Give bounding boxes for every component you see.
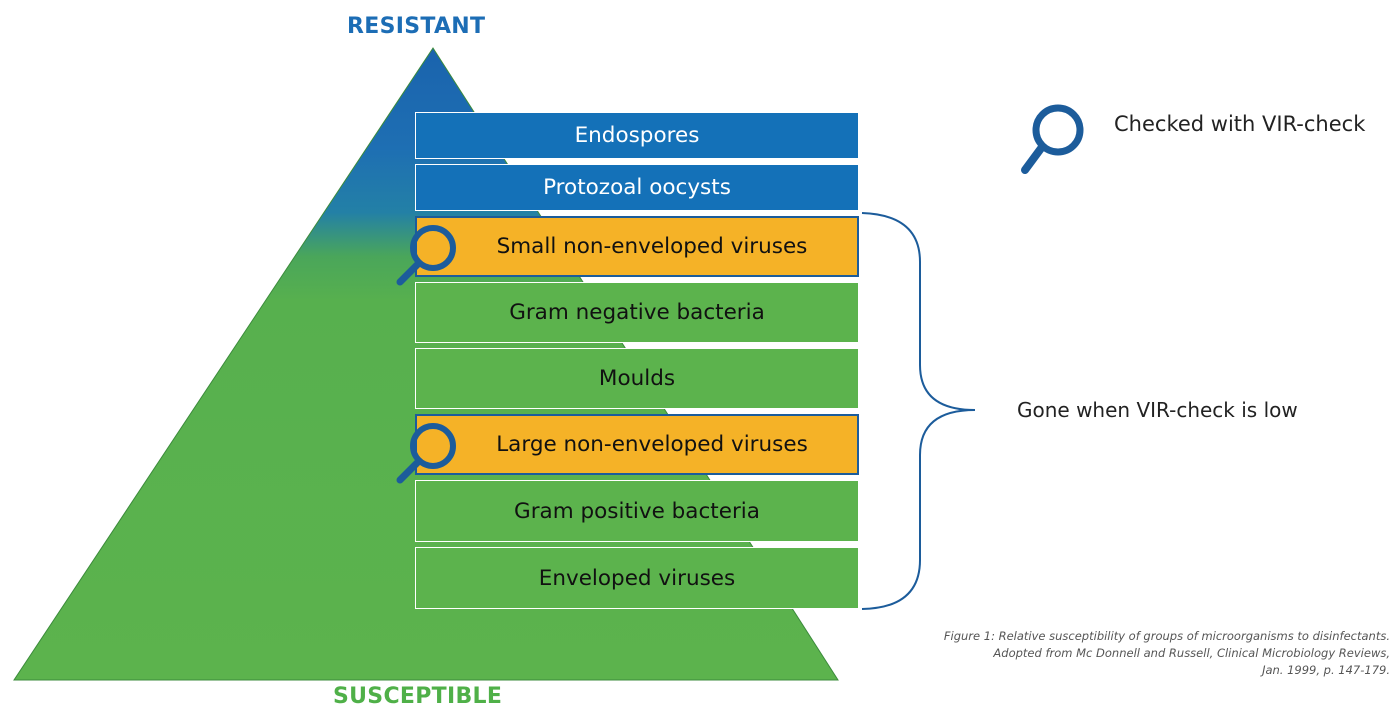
band-moulds: Moulds: [415, 348, 859, 409]
resistant-label: RESISTANT: [347, 14, 486, 39]
figure-caption: Figure 1: Relative susceptibility of gro…: [830, 628, 1390, 679]
brace-label: Gone when VIR-check is low: [1017, 398, 1298, 422]
susceptible-label: SUSCEPTIBLE: [333, 684, 503, 709]
band-small-non-enveloped-viruses: Small non-enveloped viruses: [415, 216, 859, 277]
band-endospores: Endospores: [415, 112, 859, 159]
magnifier-icon: [396, 225, 456, 286]
caption-line: Adopted from Mc Donnell and Russell, Cli…: [993, 646, 1390, 660]
magnifier-icon: [396, 423, 456, 484]
legend-label: Checked with VIR-check: [1114, 112, 1366, 136]
band-enveloped-viruses: Enveloped viruses: [415, 547, 859, 609]
band-protozoal-oocysts: Protozoal oocysts: [415, 164, 859, 211]
magnifier-icon: [1021, 104, 1084, 174]
caption-line: Figure 1: Relative susceptibility of gro…: [943, 629, 1390, 643]
bracket-curve: [861, 212, 976, 610]
band-large-non-enveloped-viruses: Large non-enveloped viruses: [415, 414, 859, 475]
band-gram-negative-bacteria: Gram negative bacteria: [415, 282, 859, 343]
band-gram-positive-bacteria: Gram positive bacteria: [415, 480, 859, 542]
caption-line: Jan. 1999, p. 147-179.: [1262, 663, 1390, 677]
